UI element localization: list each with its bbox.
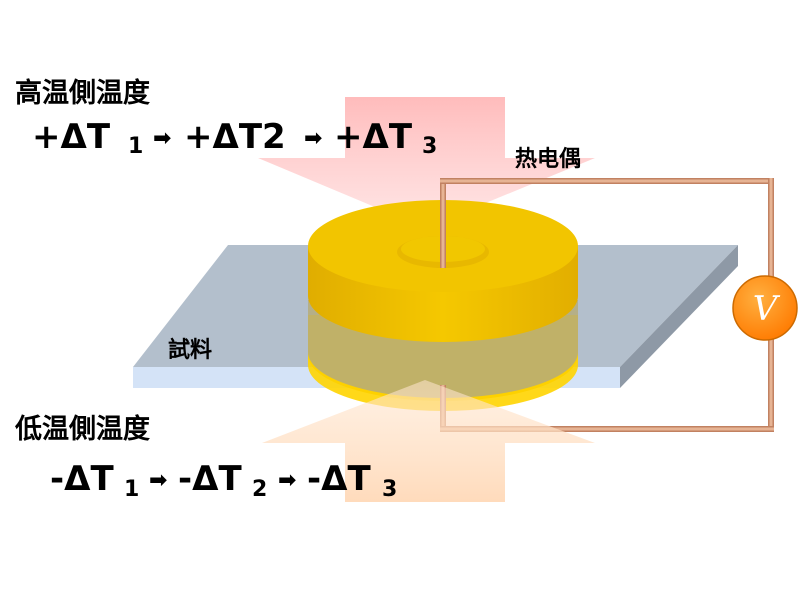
high-step-1-delta: ΔT	[61, 117, 111, 157]
low-side-equation: -ΔT 1 ➡ -ΔT 2 ➡ -ΔT 3	[50, 459, 397, 502]
high-arrow-2-icon: ➡	[304, 126, 322, 151]
low-side-label: 低温側温度	[14, 413, 150, 445]
low-step-2-sign: -	[178, 459, 192, 499]
low-step-2-delta: ΔT	[192, 459, 242, 499]
low-arrow-2-icon: ➡	[278, 468, 296, 493]
high-step-3-sign: +	[334, 117, 363, 157]
low-step-3-sign: -	[307, 459, 321, 499]
cold-side-arrow	[262, 380, 595, 502]
low-step-3-index: 3	[382, 477, 397, 502]
svg-text:+ΔT: +ΔT	[32, 117, 111, 157]
thermocouple-label: 热电偶	[515, 146, 581, 172]
high-step-3-index: 3	[422, 134, 437, 159]
hot-side-arrow	[258, 97, 595, 228]
high-side-equation: +ΔT 1 ➡ +ΔT2 ➡ +ΔT 3	[32, 117, 437, 159]
high-step-2-sign: +	[184, 117, 213, 157]
low-step-3-delta: ΔT	[321, 459, 371, 499]
upper-block	[308, 200, 578, 342]
high-arrow-1-icon: ➡	[153, 126, 171, 151]
high-step-1-sign: +	[32, 117, 61, 157]
sample-label: 試料	[168, 337, 212, 363]
low-step-1-sign: -	[50, 459, 64, 499]
high-step-3-delta: ΔT	[363, 117, 413, 157]
low-arrow-1-icon: ➡	[149, 468, 167, 493]
svg-text:-ΔT: -ΔT	[307, 459, 371, 499]
svg-text:+ΔT2: +ΔT2	[184, 117, 286, 157]
high-step-1-index: 1	[128, 134, 143, 159]
voltmeter-symbol: V	[753, 289, 781, 329]
svg-text:-ΔT: -ΔT	[178, 459, 242, 499]
low-step-1-delta: ΔT	[64, 459, 114, 499]
low-step-1-index: 1	[124, 477, 139, 502]
svg-text:+ΔT: +ΔT	[334, 117, 413, 157]
high-step-2-index: 2	[262, 117, 286, 157]
high-step-2-delta: ΔT	[213, 117, 263, 157]
voltmeter-icon: V	[732, 275, 798, 341]
svg-text:-ΔT: -ΔT	[50, 459, 114, 499]
high-side-label: 高温側温度	[15, 77, 150, 109]
low-step-2-index: 2	[252, 477, 267, 502]
